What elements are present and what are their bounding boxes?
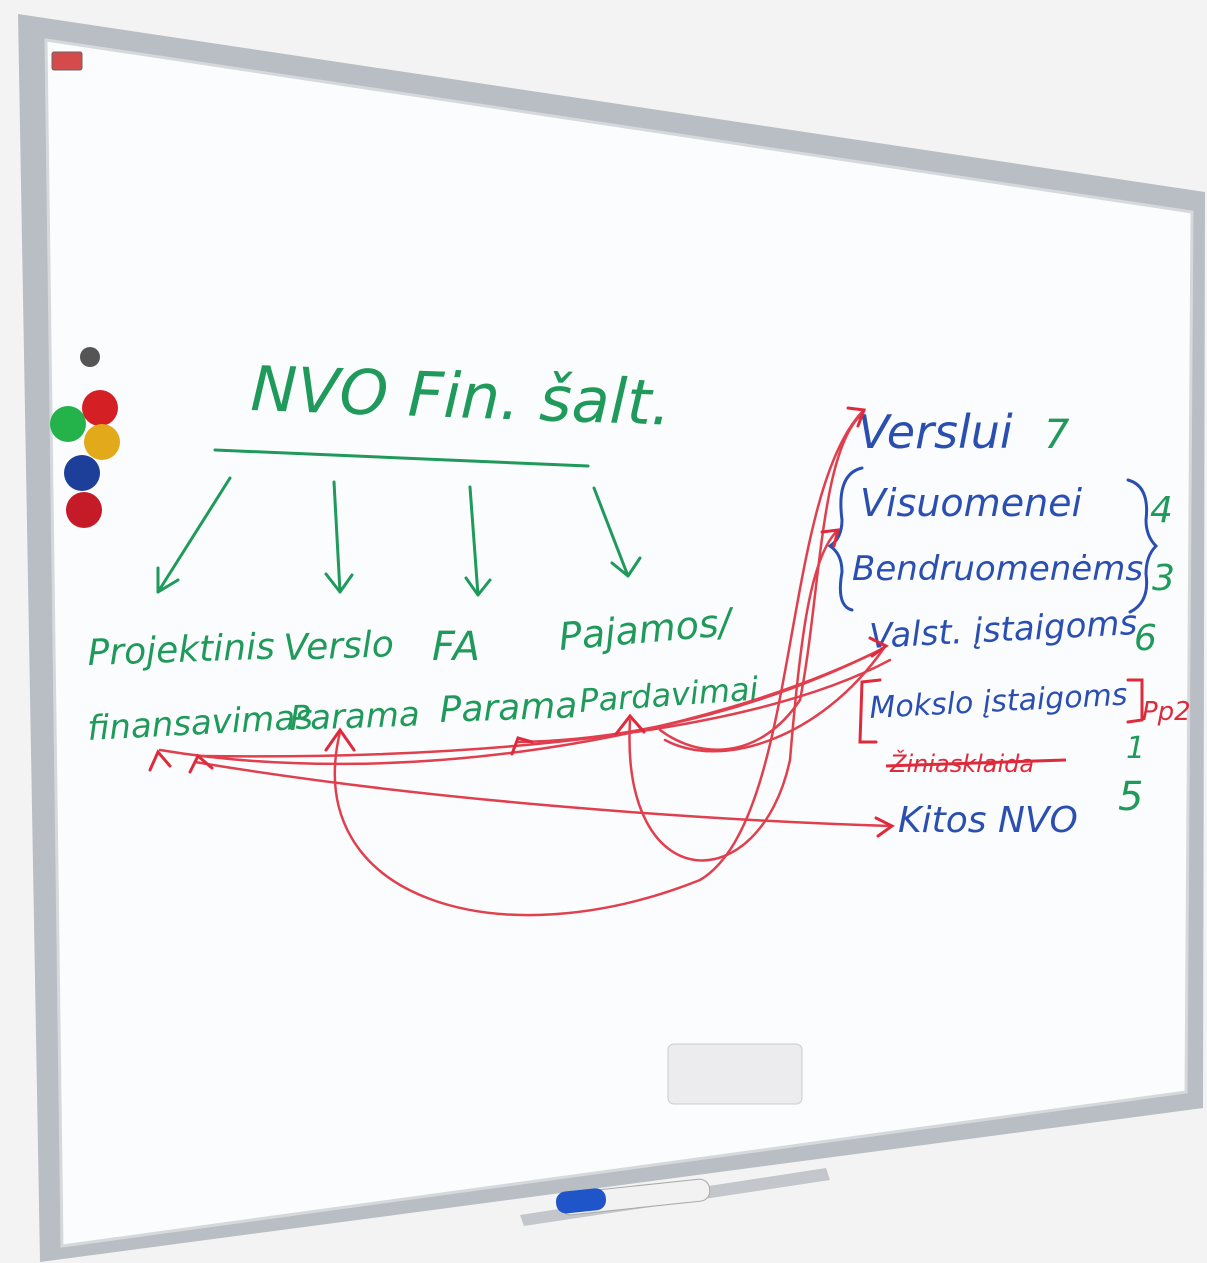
arrowhead-visuomenei xyxy=(820,528,840,548)
source-2-line1: Verslo xyxy=(283,624,395,669)
arrowhead-fa xyxy=(510,736,534,756)
magnet-red xyxy=(82,390,118,426)
connector-projektinis-to-kitos xyxy=(193,760,892,828)
brand-badge xyxy=(51,51,83,71)
connector-fa-to-valst xyxy=(516,648,882,744)
connector-pajamos-to-visuomenei xyxy=(628,530,838,862)
source-1-line1: Projektinis xyxy=(87,626,276,674)
branch-arrow-1 xyxy=(156,476,232,594)
magnets xyxy=(50,347,120,528)
board-shade xyxy=(44,38,1194,1248)
target-2-label: Visuomenei xyxy=(860,481,1083,525)
arrowhead-verslo xyxy=(324,727,356,752)
board-surface xyxy=(46,40,1192,1246)
magnet-green xyxy=(50,406,86,442)
source-3-line2: Parama xyxy=(439,685,578,731)
rank-5: Pp2 xyxy=(1142,697,1191,727)
arrowhead-projektinis xyxy=(148,749,172,772)
rank-2: 4 xyxy=(1150,490,1173,531)
magnet-yellow xyxy=(84,424,120,460)
eraser-holder xyxy=(667,1043,803,1105)
magnet-red-2 xyxy=(66,492,102,528)
title-branches xyxy=(156,448,642,597)
title-underline xyxy=(213,448,590,468)
arrowhead-valst xyxy=(868,636,889,658)
red-connectors xyxy=(158,410,892,917)
left-bracket-red xyxy=(858,678,882,744)
arrowhead-verslui xyxy=(846,406,867,428)
right-bracket-red xyxy=(1126,678,1144,724)
right-brace-blue xyxy=(1126,478,1159,614)
connector-pajamos-to-bendruomenes xyxy=(663,646,886,753)
target-1-label: Verslui xyxy=(858,405,1013,459)
target-3-label: Bendruomenėms xyxy=(852,549,1143,589)
rank-6: 1 xyxy=(1126,731,1145,766)
marker-pen xyxy=(555,1178,711,1216)
branch-arrow-4 xyxy=(592,486,642,578)
left-brace-blue xyxy=(827,466,864,612)
arrowhead-projektinis-2 xyxy=(188,753,214,774)
arrowhead-kitos xyxy=(874,816,895,838)
source-2-line2: Parama xyxy=(289,694,420,739)
connector-verslo-to-verslui xyxy=(333,410,864,917)
magnet-gray xyxy=(80,347,100,367)
target-7-label: Kitos NVO xyxy=(898,800,1078,841)
branch-arrow-3 xyxy=(464,485,492,597)
rank-7: 5 xyxy=(1118,774,1143,820)
source-3-line1: FA xyxy=(432,624,480,670)
magnet-blue xyxy=(64,455,100,491)
rank-3: 3 xyxy=(1152,558,1175,599)
rank-1: 7 xyxy=(1044,412,1070,458)
marker-cap xyxy=(555,1188,607,1214)
connector-pajamos-to-verslui xyxy=(658,412,864,751)
strike-line xyxy=(885,758,1067,768)
board-title: NVO Fin. šalt. xyxy=(249,352,672,440)
arrow-heads xyxy=(148,406,895,838)
rank-4: 6 xyxy=(1134,618,1157,659)
branch-arrow-2 xyxy=(324,480,354,594)
arrowhead-pajamos xyxy=(614,713,646,736)
